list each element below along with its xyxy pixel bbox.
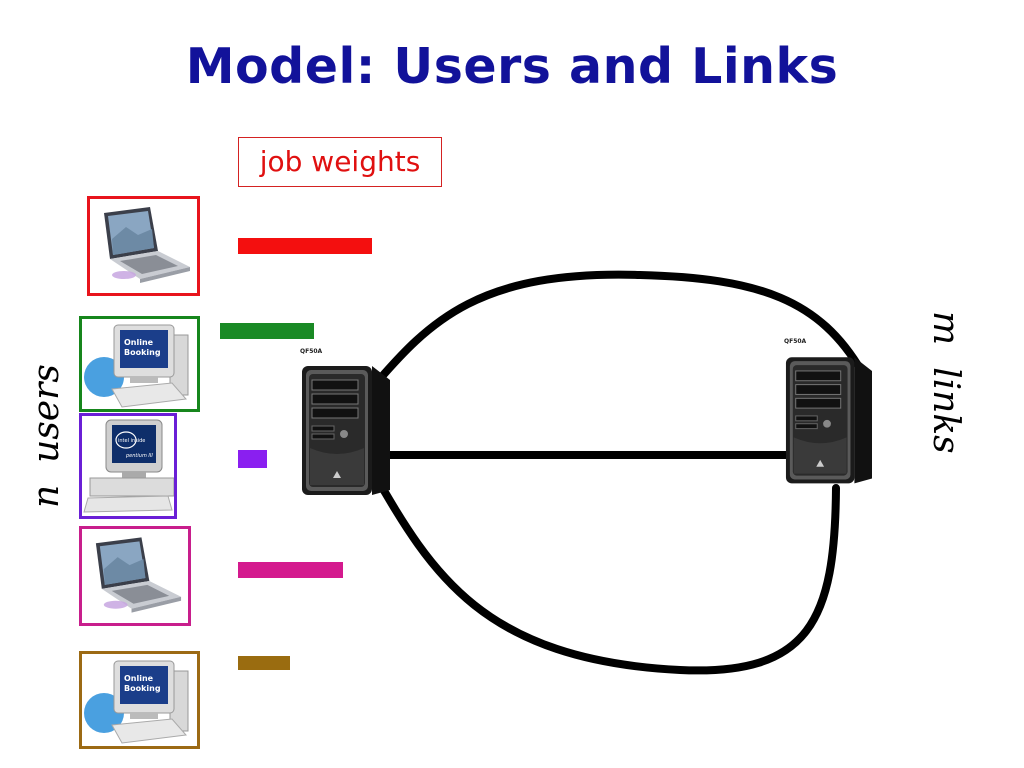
user-desktop-online-booking-1[interactable]: Online Booking [79,316,200,412]
online-text: Online [124,674,154,683]
pentium-text: pentium III [125,453,153,459]
intel-text: intel inside [118,438,145,444]
laptop-icon [104,207,190,283]
desktop-computer-icon: Online Booking [84,324,189,408]
laptop-icon [95,537,182,613]
server-left[interactable]: QF50A [300,348,390,495]
job-weight-bar-3 [238,450,267,468]
job-weight-bar-2 [220,323,314,339]
link-top [368,270,866,392]
job-weight-bar-5 [238,656,290,670]
booking-text: Booking [124,684,161,693]
user-laptop-1[interactable] [87,196,200,296]
user-desktop-intel[interactable]: intel inside pentium III [79,413,177,519]
server-tower-icon [785,357,872,484]
user-desktop-online-booking-2[interactable]: Online Booking [79,651,200,749]
job-weight-bar-4 [238,562,343,578]
server-left-tag: QF50A [300,348,323,355]
online-text: Online [124,338,154,347]
server-right-tag: QF50A [784,338,807,345]
server-tower-icon [302,366,390,495]
server-right[interactable]: QF50A [784,338,872,485]
booking-text: Booking [124,348,161,357]
job-weights-label: job weights [238,137,442,187]
pentium-desktop-icon: intel inside pentium III [83,419,174,513]
user-laptop-2[interactable] [79,526,191,626]
job-weight-bar-1 [238,238,372,254]
desktop-computer-icon: Online Booking [84,660,189,744]
link-bottom [368,466,840,675]
page-title: Model: Users and Links [185,38,839,95]
